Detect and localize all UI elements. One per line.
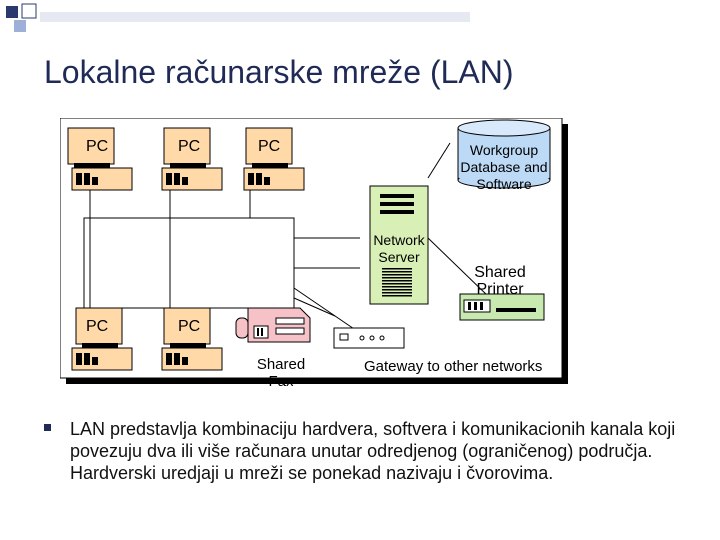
pc-icon (71, 307, 133, 371)
fax-icon (235, 307, 311, 343)
pc-label: PC (86, 318, 109, 335)
gateway-icon (333, 327, 405, 349)
printer-icon (459, 293, 545, 321)
pc-label: PC (178, 138, 201, 155)
workgroup-database-label: Workgroup Database and Software (460, 142, 548, 192)
bullet-text: LAN predstavlja kombinaciju hardvera, so… (70, 419, 676, 483)
server-icon (369, 185, 429, 305)
slide-title: Lokalne računarske mreže (LAN) (44, 54, 514, 90)
pc-icon (161, 307, 223, 371)
shared-fax-label: Shared Fax (256, 356, 306, 390)
pc-label: PC (86, 138, 109, 155)
pc-label: PC (258, 138, 281, 155)
lan-diagram: PC PC PC PC PC Workgroup Database and So… (60, 118, 570, 390)
pc-icon (67, 127, 133, 191)
network-cable (83, 142, 491, 334)
slide-decoration (6, 3, 470, 32)
pc-label: PC (178, 318, 201, 335)
shared-printer-label: Shared Printer (474, 264, 526, 298)
network-server-label: Network Server (373, 232, 425, 265)
pc-icon (161, 127, 223, 191)
bullet-square-icon (44, 424, 51, 431)
pc-icon (243, 127, 305, 191)
gateway-label: Gateway to other networks (364, 358, 543, 375)
lan-diagram-canvas (60, 118, 568, 384)
database-icon (457, 119, 551, 189)
